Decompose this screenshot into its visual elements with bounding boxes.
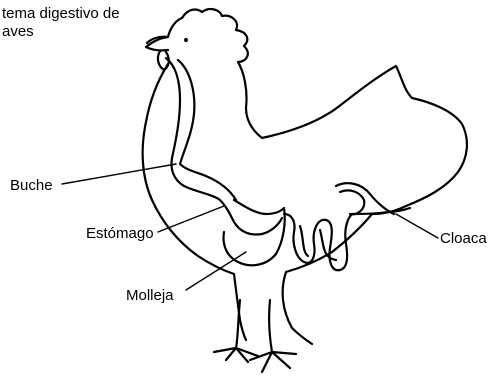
title-line-1: tema digestivo de bbox=[2, 6, 120, 21]
chicken-eye bbox=[184, 38, 188, 42]
leader-cloaca bbox=[396, 214, 438, 238]
ceca-loops bbox=[336, 183, 394, 214]
leader-estomago bbox=[158, 206, 224, 232]
crop-outline bbox=[178, 60, 236, 200]
right-leg bbox=[250, 300, 296, 372]
intestine-loops bbox=[284, 214, 352, 270]
leader-molleja bbox=[186, 252, 246, 290]
left-leg bbox=[214, 300, 258, 362]
gizzard-outline bbox=[224, 200, 285, 265]
label-molleja: Molleja bbox=[126, 288, 174, 303]
chicken-wattle bbox=[158, 51, 169, 70]
title-line-2: aves bbox=[2, 24, 34, 39]
label-estomago: Estómago bbox=[86, 226, 154, 241]
stomach-outline bbox=[220, 200, 282, 235]
leader-buche bbox=[62, 164, 176, 184]
label-buche: Buche bbox=[10, 178, 53, 193]
chicken-body-outline bbox=[147, 9, 467, 344]
chicken-beak bbox=[146, 37, 168, 50]
label-cloaca: Cloaca bbox=[440, 231, 487, 246]
